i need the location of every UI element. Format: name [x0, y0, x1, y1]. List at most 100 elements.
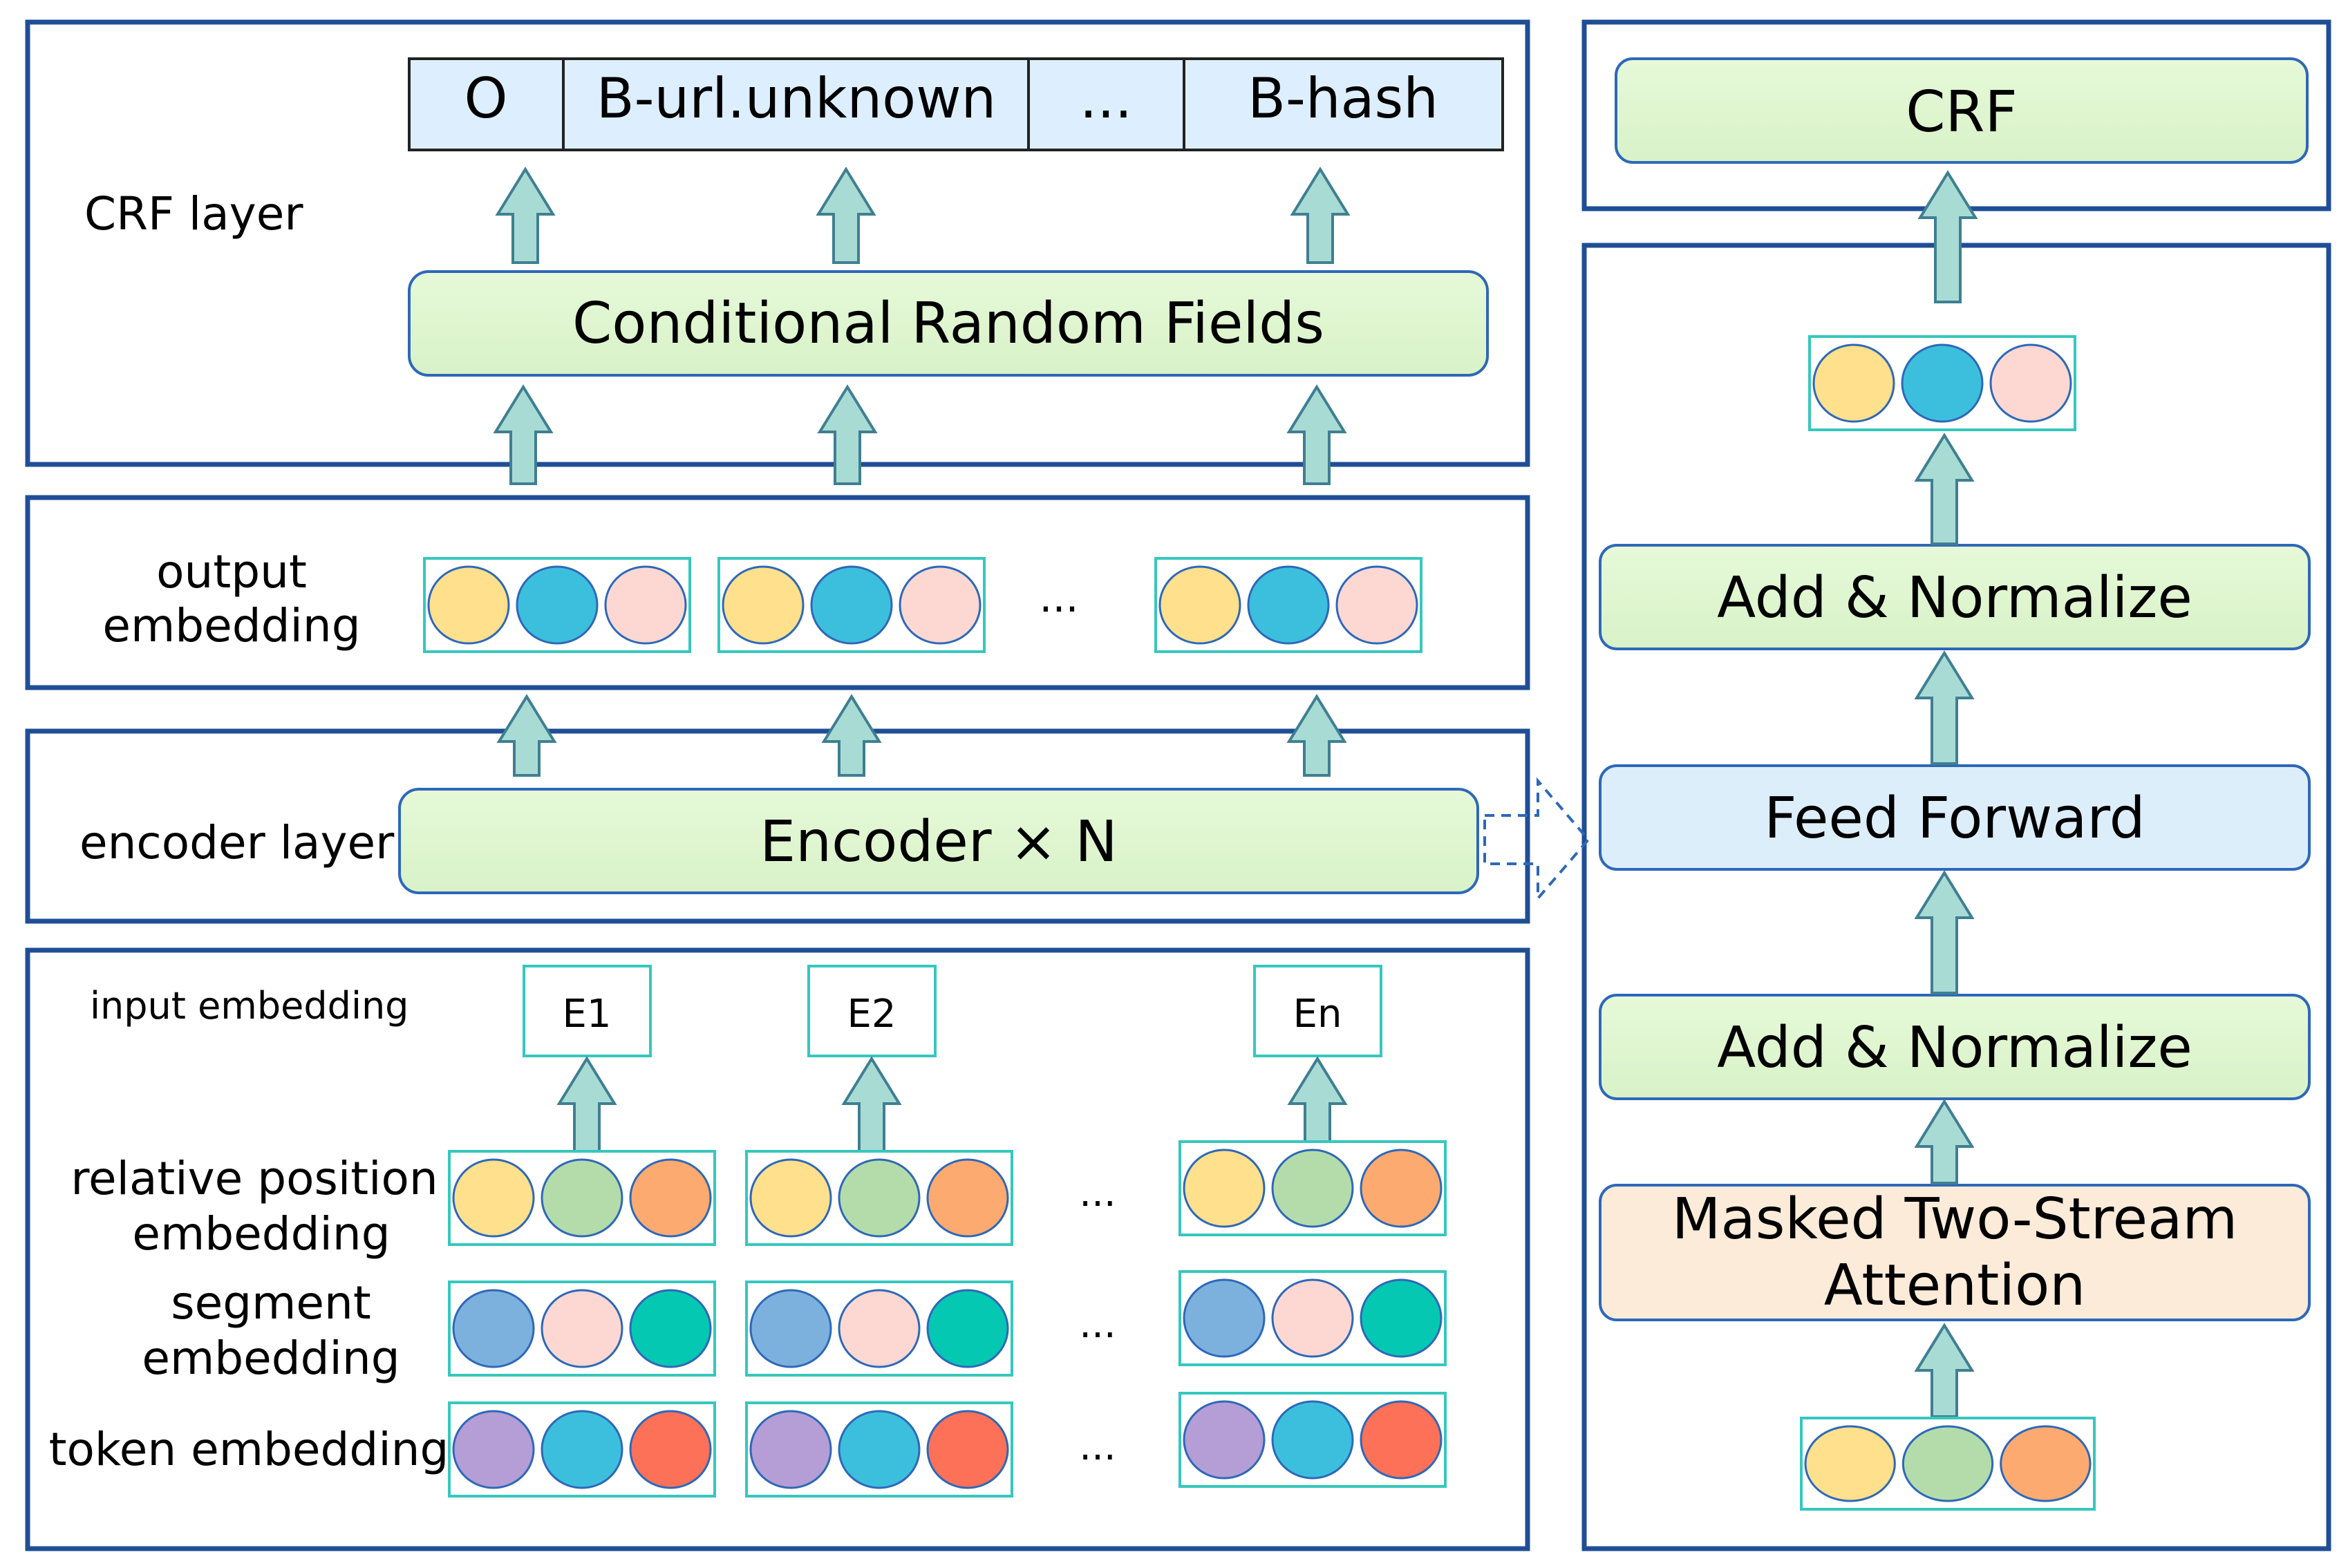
- relpos-embedding-n-dot-3: [1360, 1149, 1443, 1228]
- relpos-embedding-2-dot-3: [926, 1158, 1009, 1238]
- output-embedding-1: [423, 557, 691, 653]
- arrow-attn-to-addnorm: [1914, 1099, 1975, 1184]
- masked-attention-label-line1: Masked Two-Stream: [1672, 1187, 2237, 1252]
- add-normalize-bottom-box: [1599, 994, 2311, 1100]
- arrow-output-to-crf-2: [817, 384, 878, 485]
- arrow-ff-to-addnorm: [1914, 650, 1975, 765]
- token-embedding-n: [1178, 1392, 1447, 1488]
- relpos-embedding-1-dot-2: [541, 1158, 623, 1238]
- relpos-embedding-2-dot-2: [838, 1158, 921, 1238]
- input-embedding-label: input embedding: [90, 984, 408, 1028]
- output-embedding-2-dot-2: [810, 565, 893, 645]
- segment-label-line1: segment: [171, 1276, 371, 1330]
- token-embedding-1-dot-2: [541, 1410, 623, 1489]
- arrow-encoder-to-output-2: [821, 694, 882, 777]
- add-normalize-bottom-label: Add & Normalize: [1717, 1015, 2192, 1081]
- relative-position-label-line1: relative position: [71, 1152, 438, 1205]
- attention-input-embedding: [1800, 1417, 2096, 1511]
- token-embedding-2: [745, 1401, 1013, 1498]
- relpos-embedding-1-dot-1: [452, 1158, 535, 1238]
- relpos-embedding-n-dot-2: [1271, 1149, 1354, 1228]
- arrow-addnorm-to-ff: [1914, 870, 1975, 994]
- output-embedding-2: [717, 557, 986, 653]
- token-e2: E2: [847, 992, 896, 1037]
- token-embedding-2-dot-2: [838, 1410, 921, 1489]
- output-embedding-1-dot-3: [604, 565, 687, 645]
- embedding-groups: [423, 335, 2096, 1511]
- arrow-crf-to-tag-1: [495, 167, 556, 264]
- tag-ellipsis: ...: [1080, 66, 1132, 131]
- crf-box: [408, 270, 1489, 377]
- relpos-embedding-2-dot-1: [749, 1158, 832, 1238]
- segment-embedding-2: [745, 1281, 1013, 1377]
- segment-embedding-2-dot-1: [749, 1289, 832, 1368]
- attention-input-embedding-dot-1: [1804, 1425, 1896, 1502]
- tag-o: O: [464, 66, 508, 131]
- token-embedding-n-dot-2: [1271, 1400, 1354, 1480]
- segment-embedding-n-dot-1: [1183, 1278, 1266, 1358]
- output-embedding-2-dot-3: [899, 565, 982, 645]
- masked-attention-box: [1599, 1184, 2311, 1321]
- arrow-embed-to-e2: [841, 1056, 902, 1153]
- relpos-embedding-1: [448, 1150, 716, 1246]
- token-embedding-2-dot-1: [749, 1410, 832, 1489]
- relpos-ellipsis: ...: [1079, 1171, 1116, 1216]
- feed-forward-label: Feed Forward: [1764, 786, 2145, 851]
- tag-b-hash: B-hash: [1248, 66, 1438, 131]
- attention-input-embedding-dot-2: [1901, 1425, 1994, 1502]
- arrow-encoder-to-output-1: [496, 694, 557, 777]
- token-embedding-2-dot-3: [926, 1410, 1009, 1489]
- add-normalize-top-label: Add & Normalize: [1717, 565, 2192, 631]
- masked-attention-label-line2: Attention: [1824, 1253, 2085, 1319]
- token-embedding-1-dot-3: [629, 1410, 712, 1489]
- output-embedding-1-dot-2: [516, 565, 599, 645]
- attention-output-embedding-dot-1: [1812, 343, 1895, 423]
- crf-output-label: CRF: [1906, 79, 2017, 145]
- crf-box-label: Conditional Random Fields: [572, 291, 1324, 357]
- token-box-e2: [807, 965, 937, 1057]
- relpos-embedding-1-dot-3: [629, 1158, 712, 1238]
- feed-forward-box: [1599, 764, 2311, 871]
- segment-embedding-n-dot-2: [1271, 1278, 1354, 1358]
- arrow-output-to-crf-3: [1286, 384, 1347, 485]
- tag-b-url-unknown: B-url.unknown: [597, 66, 997, 131]
- token-embedding-1-dot-1: [452, 1410, 535, 1489]
- token-embedding-n-dot-3: [1360, 1400, 1443, 1480]
- attention-output-embedding: [1808, 335, 2076, 431]
- tag-sequence-bar: O B-url.unknown ... B-hash: [408, 57, 1504, 151]
- token-e1: E1: [562, 992, 611, 1037]
- segment-embedding-1-dot-1: [452, 1289, 535, 1368]
- segment-label-line2: embedding: [142, 1332, 400, 1385]
- expand-arrow-icon: [1483, 777, 1590, 903]
- encoder-box: [398, 788, 1479, 894]
- arrow-addnorm-to-output: [1914, 433, 1975, 545]
- token-en: En: [1293, 992, 1342, 1037]
- output-embedding-n-dot-3: [1335, 565, 1418, 645]
- arrow-crf-to-tag-3: [1290, 167, 1351, 264]
- segment-embedding-1-dot-3: [629, 1289, 712, 1368]
- output-embedding-2-dot-1: [722, 565, 805, 645]
- output-ellipsis: ...: [1039, 574, 1078, 622]
- token-box-en: [1253, 965, 1382, 1057]
- segment-embedding-2-dot-3: [926, 1289, 1009, 1368]
- attention-input-embedding-dot-3: [2000, 1425, 2092, 1502]
- arrow-encoder-to-output-3: [1286, 694, 1347, 777]
- segment-embedding-1: [448, 1281, 716, 1377]
- relpos-embedding-n-dot-1: [1183, 1149, 1266, 1228]
- relpos-embedding-n: [1178, 1140, 1447, 1236]
- output-embedding-n-dot-2: [1247, 565, 1330, 645]
- arrow-output-to-crf-right: [1917, 170, 1978, 303]
- segment-embedding-1-dot-2: [541, 1289, 623, 1368]
- token-box-e1: [523, 965, 652, 1057]
- token-embedding-n-dot-1: [1183, 1400, 1266, 1480]
- segment-embedding-2-dot-2: [838, 1289, 921, 1368]
- arrow-output-to-crf-1: [493, 384, 554, 485]
- output-embedding-n-dot-1: [1158, 565, 1241, 645]
- encoder-box-label: Encoder × N: [760, 809, 1117, 875]
- token-ellipsis: ...: [1079, 1424, 1116, 1469]
- attention-output-embedding-dot-2: [1901, 343, 1984, 423]
- output-embedding-label-line2: embedding: [102, 599, 360, 652]
- output-embedding-1-dot-1: [427, 565, 510, 645]
- relative-position-label-line2: embedding: [132, 1207, 390, 1260]
